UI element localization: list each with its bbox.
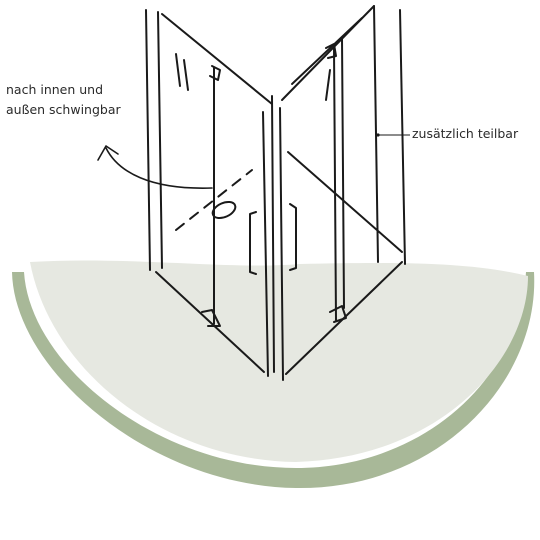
- hinge-top-left: [209, 65, 221, 81]
- right-door-inner-edge: [333, 47, 337, 321]
- center-post-mid: [279, 107, 284, 381]
- swing-arrow-head: [97, 145, 119, 161]
- handle-left: [249, 211, 257, 275]
- glass-reflection-1: [175, 53, 181, 87]
- swing-indicator-dashed: [175, 169, 253, 231]
- divisible-leader-dot: [376, 133, 380, 137]
- right-door-inner-edge-2: [341, 37, 345, 309]
- center-post-right: [271, 95, 275, 373]
- swing-arrow: [105, 147, 213, 189]
- handle-right: [289, 203, 297, 271]
- hinge-top-right: [325, 43, 337, 59]
- divisible-annotation: zusätzlich teilbar: [412, 126, 519, 141]
- tray-rim: [12, 272, 535, 489]
- swing-annotation-line2: außen schwingbar: [6, 102, 121, 117]
- right-door-top-edge-2: [291, 17, 363, 85]
- hinge-bottom-left: [201, 309, 221, 327]
- left-door-bottom-edge: [155, 271, 265, 373]
- right-panel-diagonal: [287, 151, 403, 253]
- left-wall-profile-inner: [157, 11, 163, 269]
- swing-annotation: nach innen und außen schwingbar: [6, 80, 121, 120]
- hinge-bottom-right: [329, 305, 347, 323]
- left-door-top-edge: [161, 13, 273, 105]
- glass-reflection-2: [183, 59, 189, 91]
- glass-reflection-3: [325, 69, 331, 101]
- swing-annotation-line1: nach innen und: [6, 82, 104, 97]
- left-wall-profile-outer: [145, 9, 151, 271]
- right-wall-profile-inner: [399, 9, 406, 265]
- swing-indicator-ellipse: [211, 200, 237, 220]
- center-post-left: [262, 111, 269, 377]
- right-wall-profile-outer: [373, 5, 379, 263]
- shower-tray: [30, 260, 528, 462]
